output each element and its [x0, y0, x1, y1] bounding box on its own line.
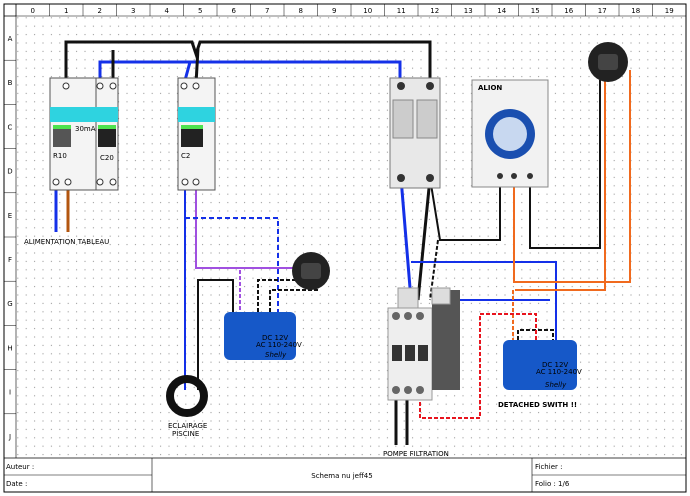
- timer-brand: ALION: [478, 84, 502, 92]
- row-headers: A B C D E F G H I J: [4, 15, 16, 441]
- row-header: C: [8, 123, 13, 131]
- breaker2-rating: C2: [181, 152, 190, 160]
- rocker-switch-top[interactable]: [588, 42, 628, 82]
- column-header: 4: [165, 7, 170, 15]
- label-pompe: POMPE FILTRATION: [383, 450, 449, 458]
- breaker1-rating: C20: [100, 154, 114, 162]
- row-header: B: [8, 79, 13, 87]
- shelly1-dc: DC 12V: [262, 334, 288, 342]
- author-field: Auteur :: [6, 463, 34, 471]
- wire-black-top: [64, 40, 432, 86]
- shelly2-ac: AC 110-240V: [536, 368, 582, 376]
- column-header: 13: [464, 7, 473, 15]
- column-header: 12: [430, 7, 439, 15]
- row-header: H: [7, 344, 12, 352]
- wire-orange-timer: [513, 70, 631, 283]
- column-header: 0: [31, 7, 35, 15]
- column-header: 19: [665, 7, 674, 15]
- breaker1-diff: 30mA: [75, 125, 96, 133]
- wire-black-dash-sw: [257, 279, 310, 318]
- row-header: A: [8, 35, 13, 43]
- column-header: 3: [131, 7, 135, 15]
- label-piscine: PISCINE: [172, 430, 199, 438]
- wire-purple: [195, 186, 300, 269]
- shelly2-brand: Shelly: [545, 381, 567, 389]
- label-alimentation: ALIMENTATION TABLEAU: [24, 238, 109, 246]
- column-header: 14: [497, 7, 506, 15]
- column-header: 11: [397, 7, 406, 15]
- label-eclairage: ECLAIRAGE: [168, 422, 207, 430]
- wires: [54, 40, 631, 445]
- wire-black-dash-k: [429, 239, 439, 301]
- label-detached-switch: DETACHED SWITH !!: [498, 401, 577, 409]
- wire-black-k2: [429, 177, 501, 241]
- shelly-relay-pump: DC 12V AC 110-240V Shelly: [503, 340, 582, 390]
- shelly1-ac: AC 110-240V: [256, 341, 302, 349]
- pump-contactor: [387, 287, 460, 401]
- rocker-switch-light[interactable]: [292, 252, 330, 290]
- light-breaker: C2: [177, 77, 216, 191]
- current-sensor-ring: [166, 375, 208, 417]
- wire-black-sw2: [529, 80, 601, 249]
- row-header: D: [7, 168, 12, 176]
- column-header: 15: [531, 7, 540, 15]
- shelly1-brand: Shelly: [265, 351, 287, 359]
- row-header: G: [7, 300, 12, 308]
- date-field: Date :: [6, 480, 27, 488]
- wire-blue-k1: [399, 177, 413, 301]
- wire-blue-timer: [411, 261, 557, 340]
- wire-red-dash: [419, 313, 537, 419]
- alion-timer: ALION: [471, 79, 549, 188]
- column-header: 1: [64, 7, 68, 15]
- wire-blue-top: [98, 60, 402, 86]
- column-header: 2: [98, 7, 102, 15]
- shelly-relay-light: DC 12V AC 110-240V Shelly: [224, 312, 302, 360]
- title-block: Auteur : Date : Schema nu jeff45 Fichier…: [4, 458, 686, 492]
- file-field: Fichier :: [535, 463, 562, 471]
- diagram-title: Schema nu jeff45: [311, 472, 372, 480]
- column-header: 9: [332, 7, 336, 15]
- column-header: 10: [363, 7, 372, 15]
- row-header: J: [8, 433, 11, 441]
- column-header: 17: [598, 7, 607, 15]
- folio-field: Folio : 1/6: [535, 480, 570, 488]
- row-header: E: [8, 212, 12, 220]
- differential-breaker: C20 30mA R10: [49, 77, 119, 191]
- wire-orange-h: [515, 68, 606, 291]
- column-header: 7: [265, 7, 269, 15]
- column-header: 8: [299, 7, 303, 15]
- wire-blue-dash: [185, 217, 279, 318]
- breaker1-model: R10: [53, 152, 67, 160]
- wire-black-dash-sw2: [269, 289, 318, 318]
- column-header: 6: [232, 7, 237, 15]
- shelly2-dc: DC 12V: [542, 361, 568, 369]
- wire-black-sw: [197, 279, 234, 390]
- row-header: F: [8, 256, 12, 264]
- column-header: 18: [631, 7, 640, 15]
- column-header: 5: [198, 7, 202, 15]
- column-header: 16: [564, 7, 573, 15]
- wire-black-k1: [416, 177, 432, 301]
- pump-breaker: [389, 77, 441, 189]
- row-header: I: [9, 389, 11, 397]
